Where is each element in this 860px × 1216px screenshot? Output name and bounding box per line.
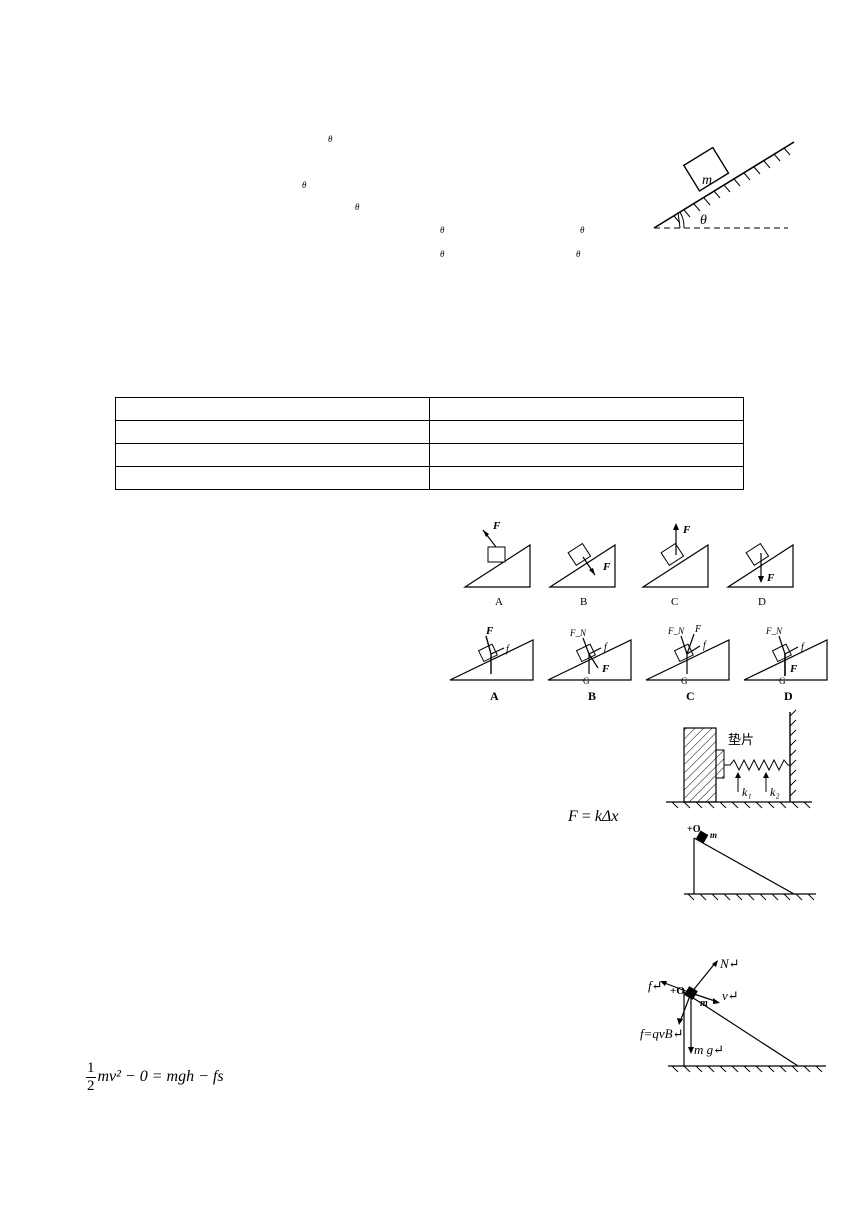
slope-forces-figure: N↵ f↵ v↵ +O m f=qvB↵ m g↵ xyxy=(640,956,826,1073)
svg-text:F: F xyxy=(492,520,501,532)
table-cell xyxy=(429,466,744,490)
svg-text:f: f xyxy=(801,642,805,653)
answer-table xyxy=(115,397,744,490)
table-row xyxy=(115,466,744,490)
theta-mark: θ xyxy=(440,249,445,259)
table-row xyxy=(115,420,744,444)
mass-label: m xyxy=(710,830,717,840)
svg-text:F: F xyxy=(485,625,494,637)
option-c: F C xyxy=(640,523,709,608)
svg-text:f: f xyxy=(703,640,707,651)
energy-formula: 1 2 mv² − 0 = mgh − fs xyxy=(86,1060,224,1094)
normal-label: N↵ xyxy=(719,956,740,971)
table-cell xyxy=(115,466,430,490)
analysis-label: D xyxy=(784,689,793,703)
analysis-a: F f A xyxy=(449,625,534,703)
fraction-half: 1 2 xyxy=(86,1060,96,1094)
svg-text:G: G xyxy=(681,676,688,686)
svg-text:F: F xyxy=(766,572,775,584)
analysis-label: C xyxy=(686,689,695,703)
option-d: F D xyxy=(725,542,794,608)
angle-label: θ xyxy=(700,213,707,228)
origin-label: +O xyxy=(670,985,685,997)
pad-label: 垫片 xyxy=(728,732,754,747)
svg-text:F: F xyxy=(602,561,611,573)
svg-text:F: F xyxy=(601,663,610,675)
theta-mark: θ xyxy=(355,202,360,212)
svg-text:F_N: F_N xyxy=(569,628,587,638)
option-label: A xyxy=(495,596,503,608)
force-analysis-figure: F f A F_N f F G B F_N F f G C F_N f F xyxy=(449,624,828,703)
svg-text:F_N: F_N xyxy=(667,626,685,636)
svg-text:G: G xyxy=(779,676,786,686)
svg-text:F: F xyxy=(694,624,702,635)
option-a: F A xyxy=(462,520,531,608)
incline-block-figure: m θ xyxy=(653,141,795,229)
table-cell xyxy=(115,397,430,421)
option-b: F B xyxy=(547,542,616,608)
option-label: C xyxy=(671,596,678,608)
spring-pad-figure: 垫片 k₁ k₂ xyxy=(666,709,812,809)
slope-mass-figure: +O m xyxy=(684,824,816,901)
friction-label: f↵ xyxy=(648,978,663,993)
table-cell xyxy=(115,420,430,444)
analysis-label: A xyxy=(490,689,499,703)
force-options-figure: F A F B F C F D xyxy=(462,520,794,608)
option-label: B xyxy=(580,596,587,608)
k1-label: k₁ xyxy=(742,785,752,799)
block-m xyxy=(682,146,730,192)
origin-label: +O xyxy=(687,824,701,835)
analysis-label: B xyxy=(588,689,596,703)
table-row xyxy=(115,397,744,421)
analysis-c: F_N F f G C xyxy=(645,624,730,703)
svg-text:f: f xyxy=(604,642,608,653)
svg-text:F_N: F_N xyxy=(765,626,783,636)
analysis-d: F_N f F G D xyxy=(743,626,828,703)
table-row xyxy=(115,443,744,467)
svg-text:G: G xyxy=(583,676,590,686)
svg-text:F: F xyxy=(682,524,691,536)
gravity-label: m g↵ xyxy=(694,1042,724,1057)
theta-mark: θ xyxy=(576,249,581,259)
theta-mark: θ xyxy=(440,225,445,235)
mass-label: m xyxy=(702,173,712,188)
option-label: D xyxy=(758,596,766,608)
theta-mark: θ xyxy=(580,225,585,235)
mass-label: m xyxy=(700,998,708,1009)
table-cell xyxy=(429,397,744,421)
table-cell xyxy=(115,443,430,467)
table-cell xyxy=(429,443,744,467)
analysis-b: F_N f F G B xyxy=(547,628,632,703)
velocity-label: v↵ xyxy=(722,988,739,1003)
theta-mark: θ xyxy=(302,180,307,190)
k2-label: k₂ xyxy=(770,785,780,799)
lorentz-label: f=qvB↵ xyxy=(640,1026,684,1041)
hooke-formula: F = kΔx xyxy=(568,808,619,825)
theta-mark: θ xyxy=(328,134,333,144)
svg-text:F: F xyxy=(789,663,798,675)
table-cell xyxy=(429,420,744,444)
svg-text:f: f xyxy=(506,644,510,655)
